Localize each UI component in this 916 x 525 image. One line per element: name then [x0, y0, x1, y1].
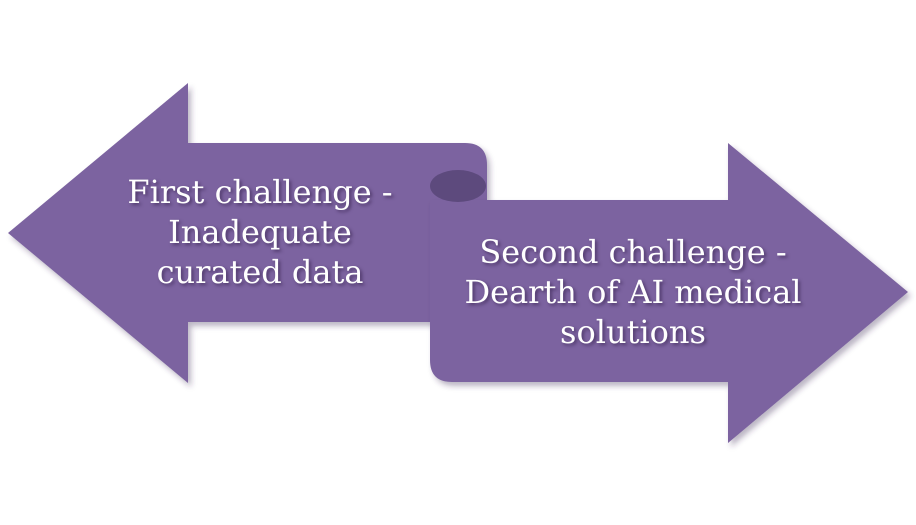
left-arrow-line-2: Inadequate: [168, 213, 352, 251]
left-arrow-label: First challenge - Inadequate curated dat…: [110, 172, 410, 292]
ribbon-fold: [430, 170, 486, 202]
right-arrow-line-3: solutions: [560, 313, 706, 351]
right-arrow-label: Second challenge - Dearth of AI medical …: [448, 232, 818, 352]
right-arrow-shape: [430, 143, 908, 443]
right-arrow-line-2: Dearth of AI medical: [464, 273, 802, 311]
left-arrow-line-1: First challenge -: [127, 173, 393, 211]
right-arrow-line-1: Second challenge -: [479, 233, 787, 271]
left-arrow-shape: [8, 83, 487, 383]
left-arrow-line-3: curated data: [156, 253, 364, 291]
